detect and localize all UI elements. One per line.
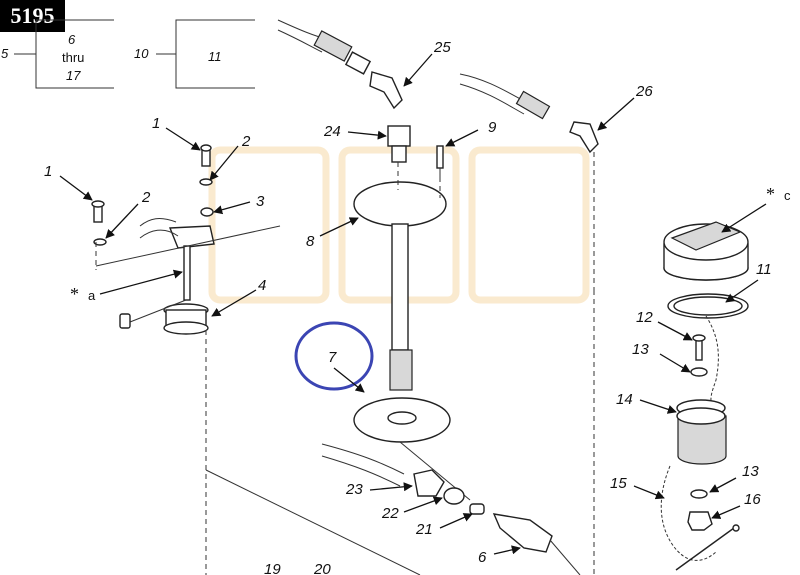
callout-22: 22 [381, 505, 399, 522]
leader-arrows [59, 53, 767, 555]
callout-12: 12 [636, 309, 653, 326]
header-bracket-group-a: 5 6 thru 17 [1, 19, 114, 89]
ref-mark-a: * [70, 284, 79, 304]
callout-labels: 1 2 1 2 3 4 * a 8 24 9 25 26 * c 11 12 1… [44, 39, 791, 575]
callout-2-upper: 2 [241, 133, 251, 150]
callout-23: 23 [345, 481, 363, 498]
callout-16: 16 [744, 491, 761, 508]
callout-26: 26 [635, 83, 653, 100]
callout-8: 8 [306, 233, 315, 250]
ref-mark-c: * [766, 184, 775, 204]
callout-c: c [784, 188, 791, 203]
hoses-top [277, 19, 599, 290]
callout-9: 9 [488, 119, 497, 136]
filler-cap-assembly [593, 221, 749, 575]
callout-4: 4 [258, 277, 266, 294]
callout-13-lower: 13 [742, 463, 759, 480]
callout-11: 11 [756, 261, 772, 278]
highlight-circle [294, 321, 374, 391]
callout-a: a [88, 288, 96, 303]
header-range-start: 6 [68, 32, 76, 47]
header-ref-5: 5 [1, 46, 9, 61]
header-bracket-group-b: 10 11 [134, 19, 255, 89]
callout-21: 21 [415, 521, 433, 538]
callout-6: 6 [478, 549, 487, 566]
callout-3: 3 [256, 193, 265, 210]
callout-13-upper: 13 [632, 341, 649, 358]
callout-24: 24 [323, 123, 341, 140]
callout-1-upper: 1 [152, 115, 160, 132]
callout-25: 25 [433, 39, 451, 56]
callout-2-lower: 2 [141, 189, 151, 206]
callout-14: 14 [616, 391, 633, 408]
callout-20: 20 [313, 561, 331, 575]
callout-7: 7 [328, 349, 337, 366]
callout-15: 15 [610, 475, 627, 492]
header-range-thru: thru [62, 50, 84, 65]
left-sender-assembly [91, 144, 421, 575]
header-ref-10: 10 [134, 46, 149, 61]
callout-1-lower: 1 [44, 163, 52, 180]
header-ref-11: 11 [208, 49, 222, 64]
page-id-badge: 5195 [0, 0, 65, 32]
header-range-end: 17 [66, 68, 81, 83]
callout-19: 19 [264, 561, 281, 575]
